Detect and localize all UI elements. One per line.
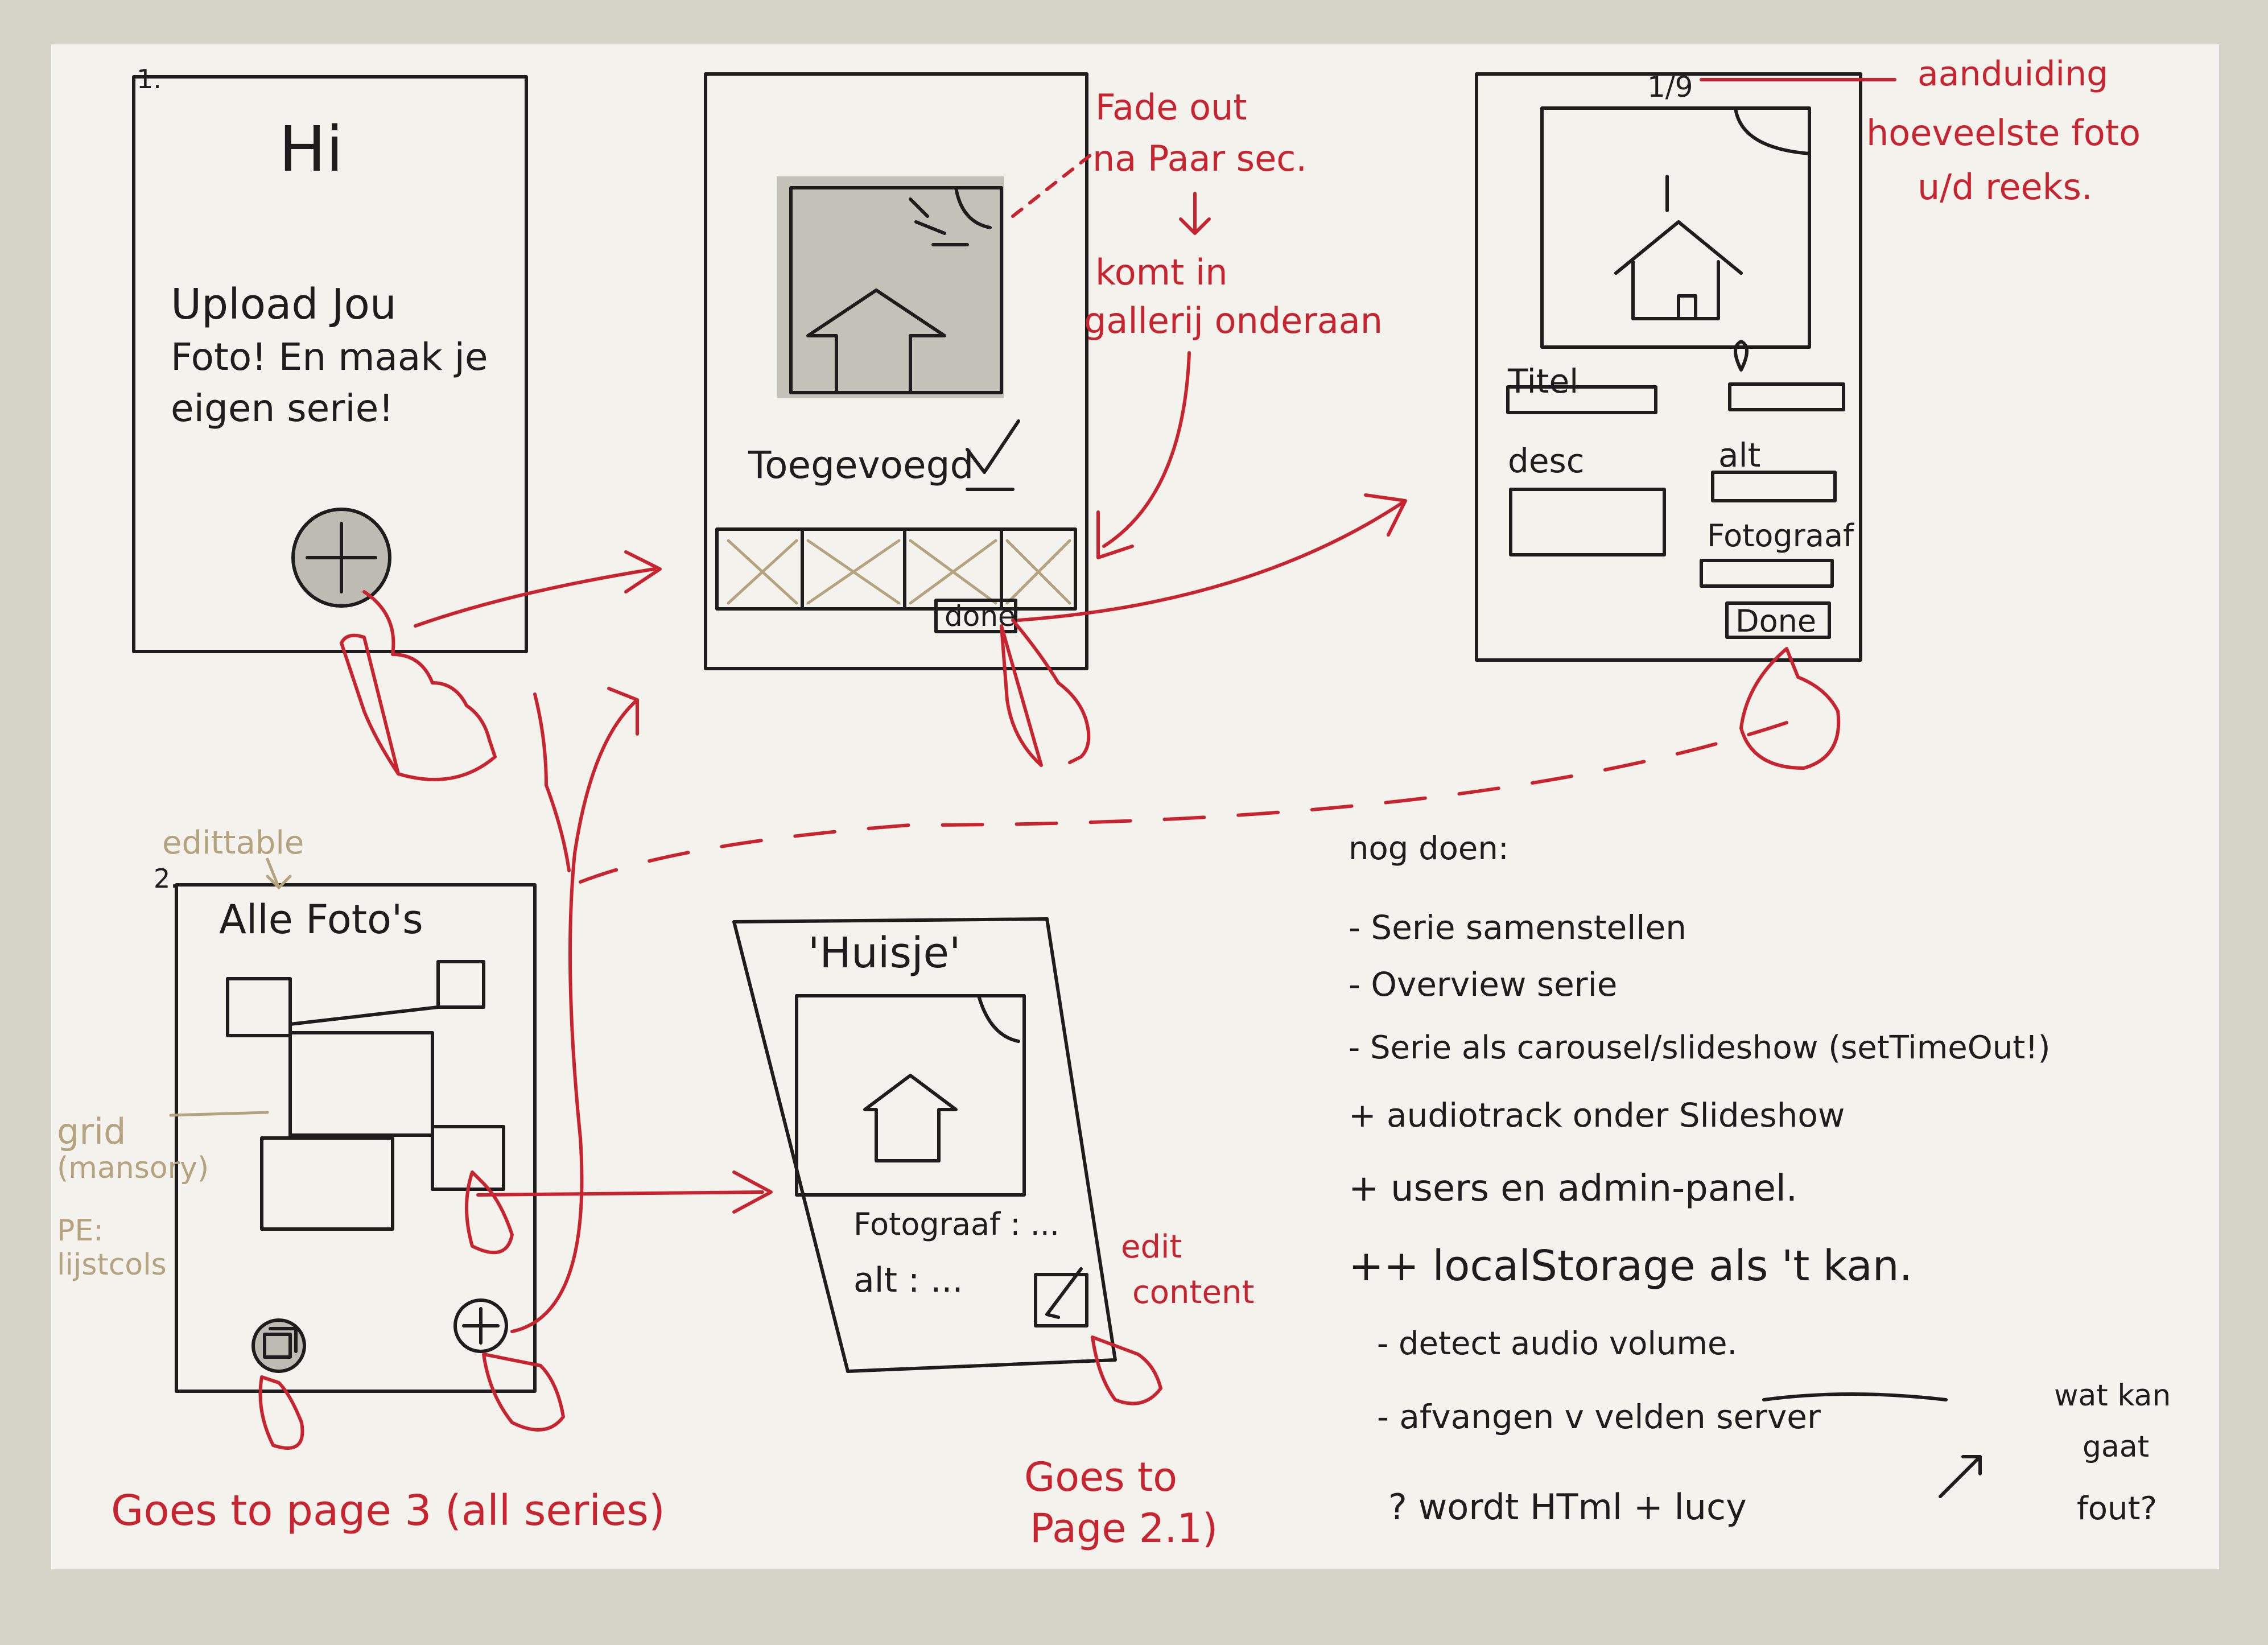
flow-arrow-2 [1017,493,1407,622]
gallery-button[interactable] [251,1318,306,1373]
svg-text:PE:: PE: [57,1214,104,1248]
todo-item: + users en admin-panel. [1349,1168,1797,1210]
message-line-1: Upload Jou [171,280,397,329]
svg-text:edit: edit [1121,1228,1182,1265]
paper-sheet [51,44,2219,1569]
todo-item: - detect audio volume. [1377,1325,1737,1362]
gallery-icon [263,1327,298,1359]
screen-2-all-photos: 2. Alle Foto's [154,863,565,1450]
todo-item: - Serie als carousel/slideshow (setTimeO… [1349,1029,2051,1066]
svg-text:content: content [1132,1274,1254,1311]
detail-alt: alt : ... [853,1260,963,1300]
screen-photo-detail: 'Huisje' Fotograaf : ... alt : ... [732,917,1162,1405]
edit-done-button[interactable] [1725,601,1831,639]
all-photos-title: Alle Foto's [219,896,423,943]
todo-item: ++ localStorage als 't kan. [1349,1242,1912,1291]
gallery-strip [715,527,1077,611]
desc-label: desc [1508,442,1585,480]
house-icon [863,1074,958,1162]
house-icon [1614,175,1743,320]
photographer-field[interactable] [1700,559,1834,588]
edit-button[interactable] [1034,1267,1088,1327]
annotation-fade-out: Fade out na Paar sec. [1011,86,1307,235]
todo-item: ? wordt HTml + lucy [1388,1486,1747,1528]
upload-photo-frame [777,176,1004,398]
svg-text:(mansory): (mansory) [57,1151,209,1185]
annotation-gallery: komt in gallerij onderaan [1084,252,1383,559]
upload-arrow-icon [806,288,946,394]
title-label: Titel [1507,362,1578,401]
alt-label: alt [1718,436,1760,475]
location-field[interactable] [1728,382,1845,411]
detail-title: 'Huisje' [808,929,960,978]
alt-field[interactable] [1711,471,1837,502]
svg-text:na Paar sec.: na Paar sec. [1092,138,1307,179]
todo-item: - Overview serie [1349,965,1617,1004]
svg-text:aanduiding: aanduiding [1918,54,2108,94]
todo-item: - afvangen v velden server [1377,1397,1821,1436]
todo-side-note: fout? [2077,1490,2157,1527]
annotation-edit-content: edit content [1121,1228,1254,1311]
todo-list: nog doen: - Serie samenstellen - Overvie… [1349,830,2171,1528]
svg-text:grid: grid [57,1111,126,1152]
add-photo-button[interactable] [291,508,391,608]
svg-text:hoeveelste foto: hoeveelste foto [1866,112,2141,154]
added-text: Toegevoegd [748,443,974,487]
add-series-button[interactable] [453,1298,508,1353]
flow-dashed-return [579,721,1788,884]
photographer-label: Fotograaf [1707,518,1855,554]
screen-edit: 1/9 Titel desc alt Fotograaf Done [1475,71,1896,770]
svg-text:gallerij onderaan: gallerij onderaan [1084,300,1383,341]
edit-done-label: Done [1735,603,1816,639]
screen-2-number: 2. [154,863,179,894]
upload-done-label: done [945,600,1016,633]
checkmark-icon [966,419,1020,491]
annotation-goes-page21: Goes to Page 2.1) [1024,1454,1218,1552]
annotation-grid: grid (mansory) PE: lijstcols [57,1111,269,1282]
detail-photographer: Fotograaf : ... [853,1206,1059,1242]
todo-side-note: gaat [2083,1430,2149,1464]
flow-arrow-3 [510,687,639,1333]
svg-text:komt in: komt in [1095,252,1228,293]
todo-side-note: wat kan [2054,1379,2171,1413]
screen-1-number: 1. [137,64,162,94]
pointing-hand-icon [258,1170,565,1450]
plus-icon [462,1307,500,1345]
message-line-2: Foto! En maak je [171,335,488,379]
flow-arrow-1 [414,550,662,628]
todo-heading: nog doen: [1349,830,1509,867]
greeting-text: Hi [279,113,343,185]
flow-arrow-4 [476,1170,773,1214]
masonry-grid [226,960,505,1231]
photo-counter: 1/9 [1647,71,1693,104]
message-line-3: eigen serie! [171,386,394,430]
annotation-goes-page3: Goes to page 3 (all series) [111,1486,665,1535]
edit-icon [1045,1267,1083,1319]
pointing-hand-icon [1091,1335,1162,1405]
svg-text:lijstcols: lijstcols [57,1248,167,1282]
desc-field[interactable] [1509,488,1666,556]
screen-1-welcome: 1. Hi Upload Jou Foto! En maak je eigen … [132,64,528,781]
svg-text:Goes to: Goes to [1024,1454,1177,1500]
svg-text:u/d reeks.: u/d reeks. [1918,166,2093,208]
pointing-hand-icon [1739,647,1841,770]
todo-item: - Serie samenstellen [1349,908,1686,947]
annotation-edittable: edittable [162,824,304,861]
annotation-indicator: aanduiding hoeveelste foto u/d reeks. [1866,54,2141,208]
todo-item: + audiotrack onder Slideshow [1349,1096,1845,1135]
pointing-hand-icon [340,590,497,781]
upload-done-button[interactable] [934,599,1017,633]
pointing-hand-icon [1000,619,1091,767]
screen-upload: Toegevoegd done [704,72,1091,767]
svg-text:Page 2.1): Page 2.1) [1030,1505,1218,1552]
plus-icon [306,522,377,593]
svg-text:Fade out: Fade out [1095,86,1247,128]
location-pin-icon [1734,340,1749,372]
title-field[interactable] [1506,385,1657,414]
